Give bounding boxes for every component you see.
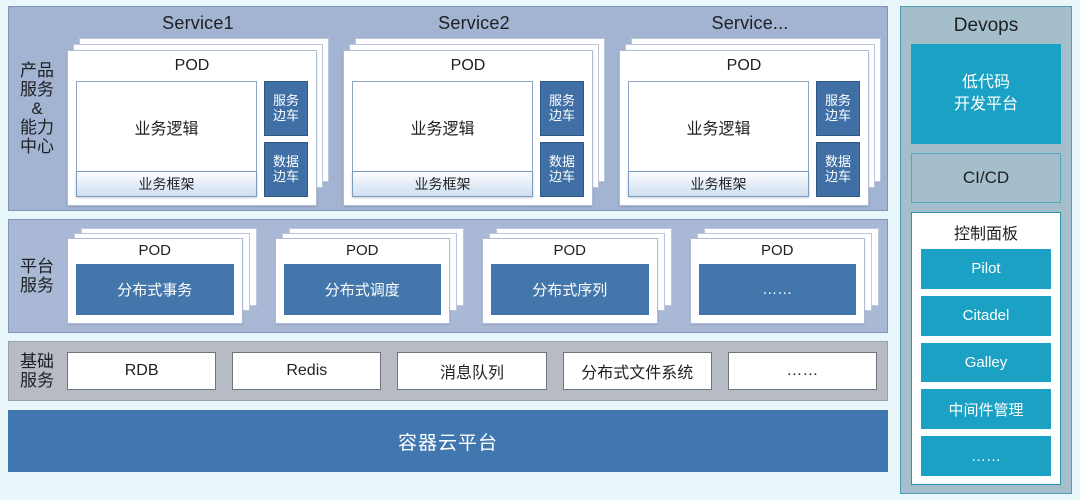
layer-basic-services: 基础 服务 RDB Redis 消息队列 分布式文件系统 …… <box>8 341 888 401</box>
low-code-platform-box[interactable]: 低代码 开发平台 <box>911 44 1061 144</box>
platform-service-box: 分布式序列 <box>491 264 649 315</box>
layer-basic-services-label: 基础 服务 <box>20 351 54 390</box>
pod-body: 业务逻辑 业务框架 服务 边车 数据 边车 <box>628 81 860 197</box>
pod-container: 业务逻辑 业务框架 <box>628 81 809 197</box>
business-framework-bar: 业务框架 <box>352 171 533 197</box>
control-panel-title: 控制面板 <box>953 226 1018 243</box>
layer-product-services: 产品 服务 & 能力 中心 Service1 POD 业务逻辑 <box>8 6 888 211</box>
platform-pods-row: POD 分布式事务 POD 分布式调度 POD <box>67 228 879 324</box>
control-button-more[interactable]: …… <box>921 436 1051 476</box>
service-card-1[interactable]: Service1 POD 业务逻辑 业务框架 <box>67 11 329 206</box>
data-sidecar-box: 数据 边车 <box>816 142 860 197</box>
sidecar-group: 服务 边车 数据 边车 <box>816 81 860 197</box>
devops-title: Devops <box>953 15 1019 36</box>
control-button-middleware-management[interactable]: 中间件管理 <box>921 389 1051 430</box>
pod-sheet-front[interactable]: POD …… <box>689 238 865 324</box>
pod-label: POD <box>553 242 586 259</box>
platform-pod-2[interactable]: POD 分布式调度 <box>274 228 464 324</box>
data-sidecar-box: 数据 边车 <box>264 142 308 197</box>
service-title: Service... <box>711 13 789 33</box>
control-panel-button-list: Pilot Citadel Galley 中间件管理 …… <box>921 249 1051 476</box>
platform-service-box: 分布式调度 <box>283 264 441 315</box>
control-button-pilot[interactable]: Pilot <box>921 249 1051 289</box>
sidecar-group: 服务 边车 数据 边车 <box>264 81 308 197</box>
layer-platform-services-label: 平台 服务 <box>20 256 54 295</box>
cicd-box[interactable]: CI/CD <box>911 153 1061 203</box>
pod-body: 业务逻辑 业务框架 服务 边车 数据 边车 <box>76 81 308 197</box>
pod-body: 业务逻辑 业务框架 服务 边车 数据 边车 <box>352 81 584 197</box>
basic-service-more[interactable]: …… <box>727 352 878 390</box>
service-title: Service1 <box>162 13 234 33</box>
platform-service-box: …… <box>698 264 856 315</box>
layer-container-cloud-platform: 容器云平台 <box>8 410 888 472</box>
pod-label: POD <box>174 57 210 74</box>
business-framework-bar: 业务框架 <box>76 171 257 197</box>
platform-service-box: 分布式事务 <box>76 264 234 315</box>
pod-label: POD <box>138 242 171 259</box>
business-logic-box: 业务逻辑 <box>134 120 199 138</box>
pod-label: POD <box>726 57 762 74</box>
pod-stack: POD 业务逻辑 业务框架 服务 边车 数据 边车 <box>67 38 329 206</box>
layer-product-services-label: 产品 服务 & 能力 中心 <box>20 60 54 157</box>
service-sidecar-box: 服务 边车 <box>540 81 584 136</box>
pod-sheet-front[interactable]: POD 分布式事务 <box>67 238 243 324</box>
pod-sheet-front[interactable]: POD 业务逻辑 业务框架 服务 边车 数据 边车 <box>343 50 593 206</box>
pod-label: POD <box>450 57 486 74</box>
service-sidecar-box: 服务 边车 <box>264 81 308 136</box>
service-card-3[interactable]: Service... POD 业务逻辑 业务框架 <box>619 11 881 206</box>
pod-sheet-front[interactable]: POD 业务逻辑 业务框架 服务 边车 数据 边车 <box>67 50 317 206</box>
platform-pod-4[interactable]: POD …… <box>689 228 879 324</box>
pod-stack: POD 业务逻辑 业务框架 服务 边车 数据 边车 <box>343 38 605 206</box>
pod-label: POD <box>760 242 794 259</box>
control-button-citadel[interactable]: Citadel <box>921 295 1051 336</box>
pod-container: 业务逻辑 业务框架 <box>76 81 257 197</box>
basic-service-rdb[interactable]: RDB <box>67 352 217 390</box>
control-button-galley[interactable]: Galley <box>921 342 1051 383</box>
service-sidecar-box: 服务 边车 <box>816 81 860 136</box>
platform-pod-3[interactable]: POD 分布式序列 <box>482 228 672 324</box>
services-row: Service1 POD 业务逻辑 业务框架 <box>67 11 881 206</box>
basic-services-row: RDB Redis 消息队列 分布式文件系统 …… <box>67 352 878 390</box>
pod-stack: POD 业务逻辑 业务框架 服务 边车 数据 边车 <box>619 38 881 206</box>
data-sidecar-box: 数据 边车 <box>540 142 584 197</box>
pod-label: POD <box>345 242 379 259</box>
basic-service-message-queue[interactable]: 消息队列 <box>397 352 547 390</box>
platform-pod-1[interactable]: POD 分布式事务 <box>67 228 257 324</box>
sidecar-group: 服务 边车 数据 边车 <box>540 81 584 197</box>
basic-service-distributed-file-system[interactable]: 分布式文件系统 <box>562 352 712 390</box>
main-architecture-column: 产品 服务 & 能力 中心 Service1 POD 业务逻辑 <box>8 6 888 494</box>
business-logic-box: 业务逻辑 <box>410 120 475 138</box>
pod-sheet-front[interactable]: POD 业务逻辑 业务框架 服务 边车 数据 边车 <box>619 50 869 206</box>
business-framework-bar: 业务框架 <box>628 171 809 197</box>
basic-service-redis[interactable]: Redis <box>232 352 382 390</box>
pod-container: 业务逻辑 业务框架 <box>352 81 533 197</box>
pod-sheet-front[interactable]: POD 分布式序列 <box>482 238 658 324</box>
business-logic-box: 业务逻辑 <box>686 120 751 138</box>
control-panel: 控制面板 Pilot Citadel Galley 中间件管理 …… <box>911 212 1061 485</box>
service-title: Service2 <box>438 13 510 33</box>
pod-sheet-front[interactable]: POD 分布式调度 <box>274 238 450 324</box>
devops-panel: Devops 低代码 开发平台 CI/CD 控制面板 Pilot Citadel… <box>900 6 1072 494</box>
service-card-2[interactable]: Service2 POD 业务逻辑 业务框架 <box>343 11 605 206</box>
layer-platform-services: 平台 服务 POD 分布式事务 POD 分布式调度 <box>8 219 888 333</box>
